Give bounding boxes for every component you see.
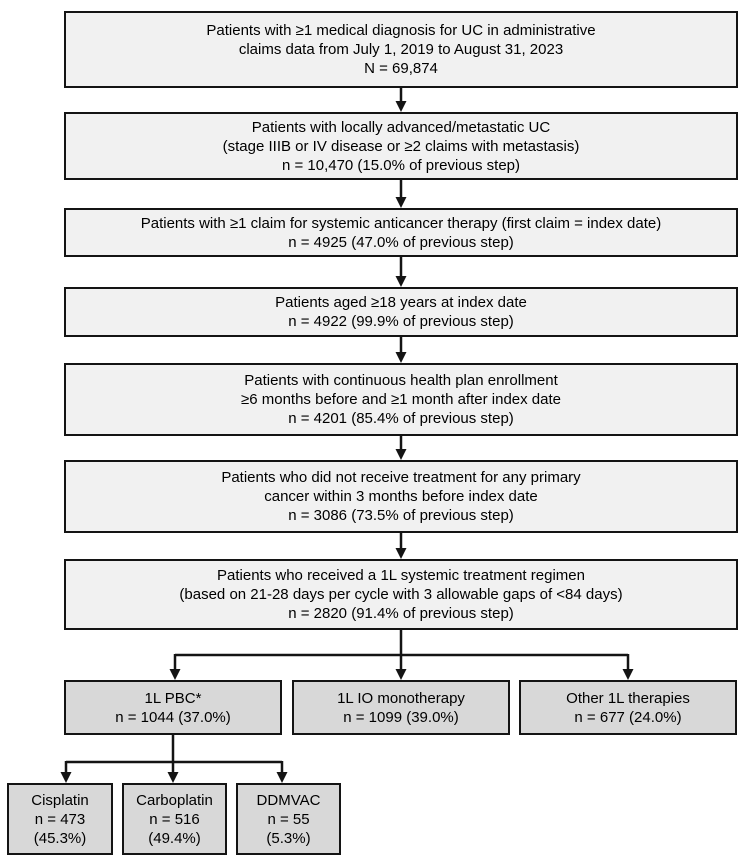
branch-label: 1L PBC*: [144, 689, 202, 707]
step-count: n = 10,470 (15.0% of previous step): [281, 156, 521, 174]
step-box-age-18: Patients aged ≥18 years at index date n …: [64, 287, 738, 337]
step-count: n = 4922 (99.9% of previous step): [288, 313, 514, 330]
branch-count: n = 1044 (37.0%): [115, 708, 231, 726]
step-text-line: Patients with ≥1 medical diagnosis for U…: [206, 22, 596, 39]
branch-label: 1L IO monotherapy: [337, 689, 465, 707]
step-text-line: Patients aged ≥18 years at index date: [275, 294, 527, 311]
branch-box-1l-io-monotherapy: 1L IO monotherapy n = 1099 (39.0%): [292, 680, 510, 735]
subgroup-box-ddmvac: DDMVAC n = 55 (5.3%): [236, 783, 341, 855]
step-box-advanced-metastatic-uc: Patients with locally advanced/metastati…: [64, 112, 738, 180]
arrow-step3-step4: [395, 256, 407, 287]
step-count: n = 4925 (47.0% of previous step): [288, 233, 514, 251]
arrow-step1-step2: [395, 87, 407, 112]
subgroup-count: n = 473: [34, 810, 86, 828]
subgroup-count: n = 516: [149, 810, 200, 828]
step-box-systemic-anticancer-claim: Patients with ≥1 claim for systemic anti…: [64, 208, 738, 257]
branch-connector: [169, 629, 634, 680]
step-count: N = 69,874: [364, 60, 438, 77]
subgroup-percent: (49.4%): [148, 829, 201, 847]
step-text-line: Patients who received a 1L systemic trea…: [217, 567, 585, 584]
step-text-line: claims data from July 1, 2019 to August …: [238, 41, 564, 58]
step-text-line: Patients with ≥1 claim for systemic anti…: [140, 214, 662, 232]
step-box-no-prior-primary-cancer-treatment: Patients who did not receive treatment f…: [64, 460, 738, 533]
arrow-step5-step6: [395, 435, 407, 460]
step-text-line: Patients with locally advanced/metastati…: [251, 118, 551, 136]
step-count: n = 2820 (91.4% of previous step): [288, 605, 514, 622]
step-text-line: cancer within 3 months before index date: [264, 488, 538, 505]
subgroup-percent: (45.3%): [33, 829, 87, 847]
step-text-line: (stage IIIB or IV disease or ≥2 claims w…: [222, 137, 580, 155]
subgroup-label: Carboplatin: [136, 791, 213, 809]
subgroup-label: DDMVAC: [256, 791, 321, 809]
arrow-step4-step5: [395, 336, 407, 363]
subgroup-box-carboplatin: Carboplatin n = 516 (49.4%): [122, 783, 227, 855]
step-count: n = 3086 (73.5% of previous step): [288, 507, 514, 524]
branch-count: n = 1099 (39.0%): [343, 708, 459, 726]
arrow-step2-step3: [395, 179, 407, 208]
branch-box-other-1l-therapies: Other 1L therapies n = 677 (24.0%): [519, 680, 737, 735]
branch-count: n = 677 (24.0%): [574, 708, 682, 726]
branch-label: Other 1L therapies: [566, 689, 690, 707]
subgroup-count: n = 55: [267, 810, 310, 828]
subgroup-label: Cisplatin: [31, 791, 89, 809]
step-box-continuous-enrollment: Patients with continuous health plan enr…: [64, 363, 738, 436]
step-box-uc-diagnosis: Patients with ≥1 medical diagnosis for U…: [64, 11, 738, 88]
step-text-line: Patients who did not receive treatment f…: [221, 469, 581, 486]
step-count: n = 4201 (85.4% of previous step): [288, 410, 514, 427]
arrow-step6-step7: [395, 532, 407, 559]
subgroup-percent: (5.3%): [266, 829, 311, 847]
step-box-1l-systemic-treatment: Patients who received a 1L systemic trea…: [64, 559, 738, 630]
step-text-line: ≥6 months before and ≥1 month after inde…: [241, 391, 561, 408]
step-text-line: (based on 21-28 days per cycle with 3 al…: [179, 586, 623, 603]
step-text-line: Patients with continuous health plan enr…: [244, 372, 558, 389]
subgroup-box-cisplatin: Cisplatin n = 473 (45.3%): [7, 783, 113, 855]
branch-box-1l-pbc: 1L PBC* n = 1044 (37.0%): [64, 680, 282, 735]
pbc-subgroup-connector: [60, 734, 288, 783]
